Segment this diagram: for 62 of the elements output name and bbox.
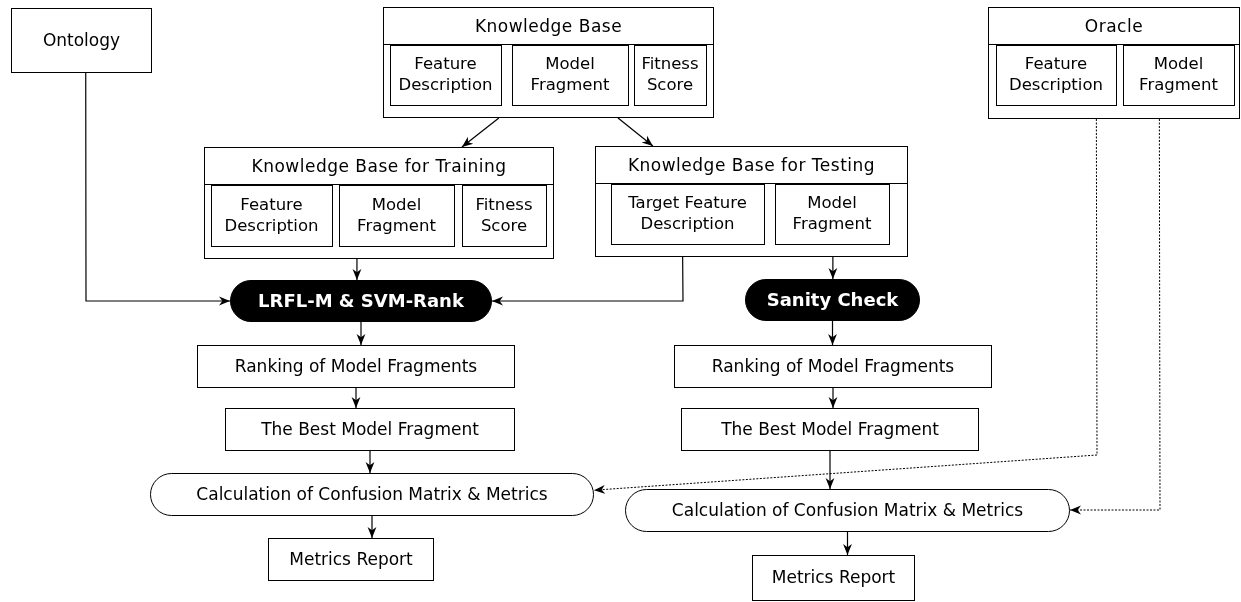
node-label: Ranking of Model Fragments — [234, 355, 478, 378]
field-box — [511, 44, 629, 106]
field-box — [610, 183, 765, 245]
arrow — [825, 450, 835, 490]
field-box — [461, 184, 547, 247]
process-box — [268, 538, 434, 581]
dashed-arrow — [593, 118, 1098, 494]
node-label: Calculation of Confusion Matrix & Metrics — [196, 483, 548, 506]
arrow — [352, 258, 362, 281]
arrow — [828, 387, 838, 409]
process-box — [674, 345, 992, 388]
node-label: The Best Model Fragment — [721, 418, 939, 441]
process-pill — [230, 280, 492, 322]
node-label: Calculation of Confusion Matrix & Metrics — [671, 499, 1024, 522]
group-box — [988, 7, 1240, 119]
dashed-arrow — [1069, 118, 1161, 515]
field-box — [995, 44, 1117, 106]
node-label: Feature Description — [1008, 54, 1104, 96]
node-label: Metrics Report — [289, 548, 413, 571]
field-box — [338, 184, 455, 247]
field-box — [774, 183, 890, 245]
arrow — [828, 320, 837, 346]
node-label: LRFL-M & SVM-Rank — [258, 289, 464, 313]
field-box — [389, 44, 502, 106]
rounded-process-box — [150, 473, 594, 516]
arrow — [617, 117, 654, 147]
field-box — [1122, 44, 1235, 106]
node-label: The Best Model Fragment — [261, 418, 479, 441]
node-label: Target Feature Description — [627, 193, 748, 235]
node-label: Feature Description — [397, 54, 494, 96]
process-pill — [745, 279, 920, 321]
rounded-process-box — [625, 489, 1070, 532]
process-box — [752, 555, 915, 601]
field-box — [210, 184, 333, 247]
node-label: Fitness Score — [474, 194, 534, 237]
node-label: Sanity Check — [766, 288, 899, 312]
arrow — [491, 256, 684, 306]
node-label: Ontology — [42, 29, 121, 52]
arrow — [367, 515, 377, 539]
arrow — [843, 531, 852, 556]
group-box — [383, 7, 714, 118]
node-label: Model Fragment — [356, 194, 437, 237]
arrow — [365, 450, 375, 474]
node-label: Fitness Score — [640, 54, 700, 96]
process-box — [197, 345, 515, 388]
arrow — [461, 117, 500, 148]
process-box — [225, 408, 515, 451]
node-label: Model Fragment — [1138, 54, 1219, 96]
arrow — [356, 321, 366, 346]
field-box — [633, 44, 707, 106]
process-box — [681, 408, 979, 451]
node-label: Feature Description — [223, 194, 320, 237]
arrow — [828, 256, 838, 280]
arrow — [351, 387, 361, 409]
group-box — [204, 147, 554, 259]
node-label: Model Fragment — [791, 193, 873, 235]
arrow — [85, 72, 231, 306]
node-label: Ranking of Model Fragments — [711, 355, 955, 378]
node-label: Model Fragment — [529, 54, 611, 96]
node-label: Metrics Report — [771, 567, 896, 589]
process-box — [11, 8, 152, 73]
group-box — [595, 146, 908, 257]
